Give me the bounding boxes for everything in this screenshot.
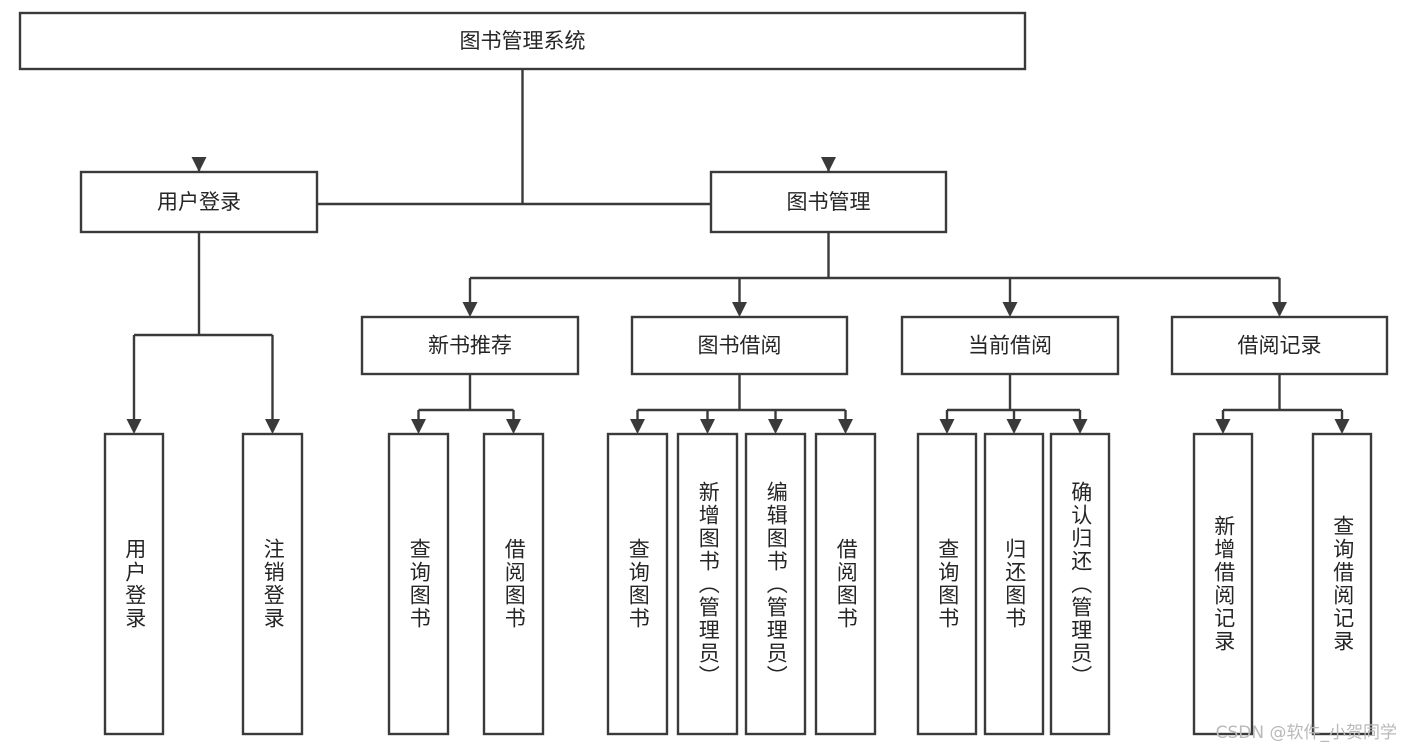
node-label-book-borrow: 图书借阅 — [698, 334, 782, 358]
node-box-leaf-borrow-book[interactable] — [814, 432, 877, 736]
node-box-leaf-add-book[interactable] — [676, 432, 739, 736]
node-box-leaf-return-book[interactable] — [983, 432, 1045, 736]
arrow-head-book-borrow — [732, 302, 747, 317]
node-box-user-login[interactable] — [79, 170, 319, 234]
node-box-leaf-query-book-borrow[interactable] — [606, 432, 669, 736]
node-box-current-borrow[interactable] — [900, 315, 1120, 376]
node-box-leaf-query-book-current[interactable] — [916, 432, 978, 736]
node-box-new-book-recommend[interactable] — [360, 315, 580, 376]
arrow-head-leaf-confirm-return — [1072, 419, 1088, 434]
node-box-book-management[interactable] — [709, 170, 948, 234]
node-box-leaf-user-login[interactable] — [103, 432, 165, 736]
connectors-layer — [126, 69, 1350, 434]
arrow-head-leaf-query-book-current — [939, 419, 955, 434]
node-box-leaf-borrow-book-recommend[interactable] — [482, 432, 545, 736]
node-box-leaf-edit-book[interactable] — [744, 432, 807, 736]
node-box-borrow-record[interactable] — [1170, 315, 1389, 376]
arrow-head-leaf-user-login — [126, 419, 142, 434]
arrow-head-leaf-query-book-borrow — [630, 419, 645, 434]
node-box-leaf-query-book-recommend[interactable] — [387, 432, 450, 736]
node-label-current-borrow: 当前借阅 — [968, 334, 1052, 358]
node-label-book-management: 图书管理 — [787, 190, 871, 214]
node-label-borrow-record: 借阅记录 — [1238, 334, 1322, 358]
arrow-head-leaf-borrow-book-recommend — [506, 419, 521, 434]
arrow-head-user-login — [191, 157, 207, 172]
node-box-root[interactable] — [18, 11, 1027, 71]
arrow-head-book-management — [821, 157, 836, 172]
node-box-leaf-add-borrow-record[interactable] — [1192, 432, 1254, 736]
arrow-head-leaf-add-book — [700, 419, 715, 434]
node-box-leaf-confirm-return[interactable] — [1049, 432, 1111, 736]
arrow-head-leaf-return-book — [1006, 419, 1022, 434]
node-box-book-borrow[interactable] — [630, 315, 849, 376]
arrow-head-leaf-query-book-recommend — [411, 419, 426, 434]
node-label-user-login: 用户登录 — [157, 190, 241, 214]
boxes-layer — [18, 11, 1389, 736]
arrow-head-leaf-borrow-book — [838, 419, 853, 434]
arrow-head-current-borrow — [1002, 302, 1018, 317]
node-label-root: 图书管理系统 — [460, 29, 586, 53]
arrow-head-leaf-query-borrow-record — [1334, 419, 1350, 434]
arrow-head-new-book-recommend — [462, 302, 478, 317]
arrow-head-borrow-record — [1272, 302, 1287, 317]
node-box-leaf-query-borrow-record[interactable] — [1311, 432, 1373, 736]
arrow-head-leaf-user-logout — [265, 419, 280, 434]
arrow-head-leaf-edit-book — [768, 419, 783, 434]
node-label-new-book-recommend: 新书推荐 — [428, 334, 512, 358]
node-box-leaf-user-logout[interactable] — [241, 432, 304, 736]
arrow-head-leaf-add-borrow-record — [1215, 419, 1231, 434]
csdn-watermark: CSDN @软件_小贺同学 — [1215, 723, 1397, 743]
